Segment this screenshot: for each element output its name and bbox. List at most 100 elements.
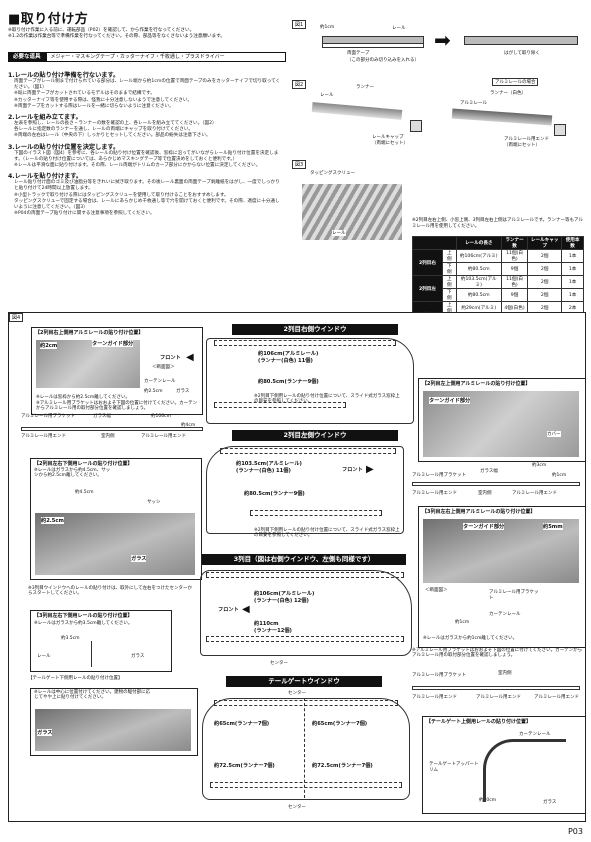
figure-label: 図2 xyxy=(292,80,307,89)
tools-label: 必要な道具 xyxy=(8,52,46,62)
callout-label: アルミレール用ブラケット xyxy=(21,414,75,419)
callout-label: アルミレール用エンド xyxy=(412,491,457,496)
step-heading: 4.レールを貼り付けます。 xyxy=(8,173,83,181)
callout-label: アルミレール用エンド xyxy=(512,491,557,496)
callout-label: アルミレール用エンド xyxy=(21,434,66,439)
table-cell: 9個 xyxy=(500,288,529,302)
divider-line xyxy=(91,641,92,667)
dim-label: 約106cm xyxy=(151,414,171,419)
table-header-row: レールの長さ ランナー数 レールキャップ 使用本数 xyxy=(412,236,584,250)
dim-label: 約3cm xyxy=(532,463,547,468)
figure-1: 図1 約1cm レール 両面テープ （この部分のみ切り込みを入れる） ➡ はがし… xyxy=(292,20,584,72)
step-heading: 2.レールを組み立てます。 xyxy=(8,114,82,122)
center-label: センター xyxy=(288,805,306,810)
step-heading: 3.レールの貼り付け位置を決定します。 xyxy=(8,143,120,151)
dim-label: 約1cm xyxy=(455,620,470,625)
rail-lower xyxy=(250,510,382,516)
callout-label: アルミレール用エンド xyxy=(412,695,457,700)
rail-upper xyxy=(214,340,396,346)
callout-label: ターンガイド部分 xyxy=(429,397,471,404)
arrow-right-icon: ➡ xyxy=(434,28,451,52)
detail-title: 【2列目左上側用アルミレールの貼り付け位置】 xyxy=(422,381,531,387)
table-cell: 9個 xyxy=(500,262,529,276)
callout-label: ガラス xyxy=(543,800,557,805)
table-cell: 約80.5cm xyxy=(455,262,502,276)
callout-label: ターンガイド部分 xyxy=(463,523,505,530)
table-cell: 1本 xyxy=(561,262,584,276)
table-cell: 2個 xyxy=(527,249,563,263)
rail-label: レール xyxy=(332,230,346,236)
note-line: ※1.2の作業は作業台等で準備作業を行なってください。その際、部品等をなくさない… xyxy=(8,34,225,39)
section-label: ＜断面図＞ xyxy=(152,365,175,370)
detail-title: 【テールゲート下側用レールの貼り付け位置】 xyxy=(28,676,123,681)
tools-text: メジャー・マスキングテープ・カッターナイフ・千枚通し・プラスドライバー xyxy=(45,52,286,62)
rail-line xyxy=(21,427,203,431)
detail-2nd-left-upper: 【2列目左上側用アルミレールの貼り付け位置】 ターンガイド部分 カバー xyxy=(418,378,586,462)
photo xyxy=(35,709,191,751)
center-line xyxy=(304,698,306,798)
callout-label: アルミレール用ブラケット xyxy=(489,590,539,601)
dim-label: 約1cm xyxy=(552,473,567,478)
window-title: テールゲートウインドウ xyxy=(226,676,382,687)
table-cell: 1本 xyxy=(561,275,584,289)
alumi-case-label: アルミレールの場合 xyxy=(492,78,539,86)
detail-tailgate-lower: ※レールは中心に位置付けてください。建物の駆付部に応じてやや上に貼り付けてくださ… xyxy=(30,688,198,756)
callout-label: ガラス幅 xyxy=(93,414,111,419)
detail-2nd-lower: 【2列目左右下側用レールの貼り付け位置】 ※レールはガラスから約4.5cm、サッ… xyxy=(30,458,202,580)
step-heading: 1.レールの貼り付け準備を行ないます。 xyxy=(8,72,120,79)
table-cell: 11個(白色) xyxy=(500,275,529,289)
upper-rail-label: 約106cm(アルミレール) (ランナー(白色) 11個) xyxy=(258,350,319,364)
callout-label: アルミレール用エンド xyxy=(141,434,186,439)
instruction-steps: 1.レールの貼り付け準備を行ないます。 両面テープがレール側まで付けられている部… xyxy=(8,70,284,217)
center-label: センター xyxy=(288,691,306,696)
dim-label: 約1cm xyxy=(320,25,335,30)
screw-label: タッピングスクリュー xyxy=(310,171,355,176)
table-cell: 下側 xyxy=(441,262,457,276)
tape-shape xyxy=(322,43,424,48)
table-cell: 上側 xyxy=(441,275,457,289)
callout-label: カーテンレール xyxy=(489,612,521,617)
callout-label: ガラス xyxy=(131,555,147,562)
step-body: 左表を参照し、レールの長さ・ランナーの数を確認の上、各レールを組み立ててください… xyxy=(14,121,217,139)
note-line: ※取り付け作業に入る前に、運転部品（P02）を確認して、から作業を行なってくださ… xyxy=(8,28,195,33)
callout-label: アルミレール用ブラケット xyxy=(412,473,466,478)
table-cell: 1本 xyxy=(561,288,584,302)
detail-note: ※レールはガラスから約1cm離してください。 xyxy=(423,636,518,641)
rail-shape xyxy=(464,36,578,45)
bracket-diagram-3: アルミレール用ブラケット 室内側 アルミレール用エンド アルミレール用エンド ア… xyxy=(412,670,584,710)
step-body: 両面テープがレール側まで付けられている部分は、レール端から約1cmの位置で両面テ… xyxy=(14,79,281,109)
rail-cap-icon xyxy=(410,120,422,132)
center-label: センター xyxy=(270,661,288,666)
required-tools: 必要な道具 メジャー・マスキングテープ・カッターナイフ・千枚通し・プラスドライバ… xyxy=(8,52,286,62)
detail-note: ※レールは窓枠から約2.5cm離してください。 xyxy=(36,395,131,400)
dim-label: 約5mm xyxy=(543,523,563,530)
upper-rail-label: 約103.5cm(アルミレール) (ランナー(白色) 11個) xyxy=(236,460,302,474)
step-body: レール貼り付け面のゴミ及び油脂分等をきれいに拭き取ります。その後レール裏面の両面… xyxy=(14,180,280,217)
table-cell: 2個 xyxy=(527,275,563,289)
dim-label: 約4cm xyxy=(181,423,196,428)
runner-label: ランナー xyxy=(356,85,374,90)
window-shape-tailgate xyxy=(202,698,410,800)
detail-2nd-right-upper: 【2列目右上側用アルミレールの貼り付け位置】 約2cm ターンガイド部分 ＜断面… xyxy=(31,327,203,415)
lower-rail-label: 約80.5cm(ランナー9個) xyxy=(258,378,319,385)
window-title: 3列目（図は右側ウインドウ、左側も同様です） xyxy=(202,554,406,565)
front-label: フロント xyxy=(160,354,181,361)
bracket-diagram-1: アルミレール用ブラケット ガラス幅 約106cm 約4cm アルミレール用エンド… xyxy=(21,413,207,443)
figure-3: 図3 タッピングスクリュー レール xyxy=(292,160,410,242)
dim-label: 約2.5cm xyxy=(144,389,163,394)
lower-left-rail-label: 約72.5cm(ランナー7個) xyxy=(214,762,275,769)
window-note: ※2列目下側用レールの貼り付け位置について、スライド式ガラス窓枠上の目安を参照し… xyxy=(254,394,400,404)
trim-curve xyxy=(483,739,566,802)
table-header: レールキャップ xyxy=(527,236,563,250)
intro-notes: ※取り付け作業に入る前に、運転部品（P02）を確認して、から作業を行なってくださ… xyxy=(8,28,288,40)
figure-label: 図1 xyxy=(292,20,307,29)
peel-label: はがして取り除く xyxy=(504,51,540,56)
figure-2: 図2 ランナー レール レールキャップ （両端にセット） アルミレールの場合 ラ… xyxy=(292,78,584,154)
callout-label: カーテンレール xyxy=(519,732,551,737)
table-cell: 2列目左 xyxy=(412,275,443,302)
detail-3rd-lower: 【3列目左右下側用レールの貼り付け位置】 ※レールはガラスから約3.5cm離して… xyxy=(30,610,172,672)
upper-right-rail-label: 約65cm(ランナー7個) xyxy=(312,720,368,727)
callout-label: サッシ xyxy=(147,500,161,505)
lower-right-rail-label: 約72.5cm(ランナー7個) xyxy=(312,762,373,769)
